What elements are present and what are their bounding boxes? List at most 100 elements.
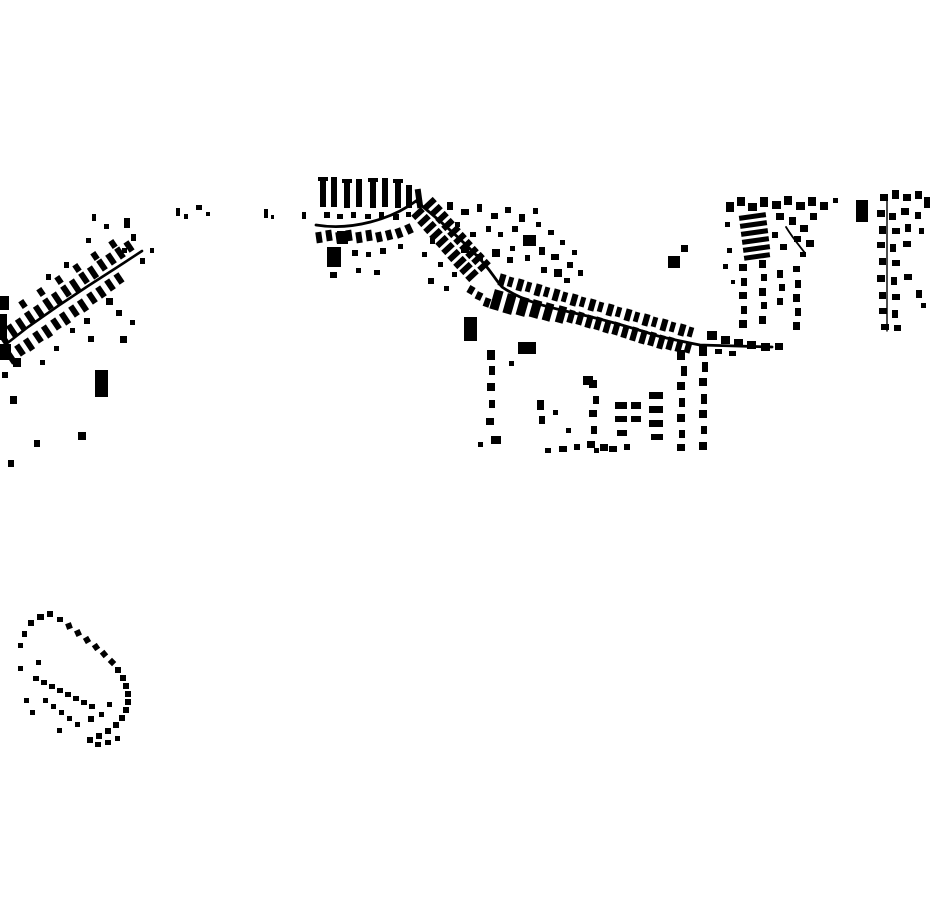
building-footprint <box>572 250 577 255</box>
building-footprint <box>76 298 90 313</box>
building-footprint <box>404 223 414 235</box>
building-footprint <box>739 220 768 229</box>
building-footprint <box>760 197 768 207</box>
building-footprint <box>737 197 745 206</box>
building-footprint <box>120 336 127 343</box>
building-footprint <box>124 218 130 228</box>
building-footprint <box>699 442 707 450</box>
building-footprint <box>36 660 41 665</box>
building-footprint <box>587 298 597 312</box>
building-footprint <box>498 232 503 237</box>
building-footprint <box>795 308 801 316</box>
building-footprint <box>58 311 72 326</box>
building-footprint <box>351 212 356 218</box>
building-footprint <box>701 394 707 404</box>
building-footprint <box>104 278 116 292</box>
building-footprint <box>113 272 125 285</box>
building-footprint <box>668 256 680 268</box>
building-footprint <box>877 210 885 217</box>
building-footprint <box>877 242 885 248</box>
building-footprint <box>620 324 630 339</box>
building-footprint <box>793 322 800 330</box>
building-footprint <box>779 284 785 291</box>
building-footprint <box>107 657 117 667</box>
building-footprint <box>729 351 736 356</box>
building-footprint <box>915 191 922 199</box>
building-footprint <box>54 346 59 351</box>
building-footprint <box>723 264 728 269</box>
building-footprint <box>611 321 621 336</box>
building-footprint <box>131 234 136 241</box>
building-footprint <box>509 361 514 366</box>
building-footprint <box>370 182 376 208</box>
building-footprint <box>574 444 580 450</box>
building-footprint <box>114 246 126 260</box>
building-footprint <box>92 214 96 221</box>
building-footprint <box>739 264 747 271</box>
building-footprint <box>674 339 684 353</box>
building-footprint <box>539 416 545 424</box>
building-footprint <box>2 372 8 378</box>
building-footprint <box>86 291 98 305</box>
building-footprint <box>47 611 53 617</box>
building-footprint <box>478 442 483 447</box>
building-footprint <box>429 203 443 218</box>
building-footprint <box>477 204 482 212</box>
building-footprint <box>515 296 530 317</box>
building-footprint <box>46 274 51 280</box>
building-footprint <box>743 252 771 261</box>
building-footprint <box>539 247 545 255</box>
building-footprint <box>423 220 437 235</box>
building-footprint <box>86 238 91 243</box>
building-footprint <box>761 274 767 281</box>
building-footprint <box>596 301 605 313</box>
building-footprint <box>589 410 597 417</box>
building-footprint <box>150 248 154 253</box>
building-footprint <box>108 239 118 249</box>
building-footprint <box>81 700 87 705</box>
building-footprint <box>776 213 784 220</box>
building-footprint <box>605 303 615 317</box>
building-footprint <box>701 426 707 434</box>
building-footprint <box>748 203 757 211</box>
building-footprint <box>465 268 479 283</box>
building-footprint <box>379 212 384 218</box>
building-footprint <box>541 302 555 322</box>
building-footprint <box>892 310 898 318</box>
building-footprint <box>50 317 62 331</box>
building-footprint <box>794 236 801 242</box>
building-footprint <box>22 631 27 637</box>
building-footprint <box>447 202 453 210</box>
building-footprint <box>486 418 494 425</box>
building-footprint <box>892 294 900 300</box>
building-footprint <box>631 416 641 422</box>
building-footprint <box>615 402 627 409</box>
building-footprint <box>84 318 90 324</box>
building-footprint <box>727 248 732 253</box>
building-footprint <box>505 207 511 213</box>
building-footprint <box>649 406 663 413</box>
building-footprint <box>800 252 806 257</box>
building-footprint <box>507 257 513 263</box>
building-footprint <box>64 262 69 268</box>
building-footprint <box>614 306 623 318</box>
building-footprint <box>510 246 515 251</box>
building-footprint <box>54 275 64 285</box>
building-footprint <box>330 272 337 278</box>
building-footprint <box>14 343 26 357</box>
building-footprint <box>411 206 425 221</box>
building-footprint <box>36 287 46 297</box>
building-footprint <box>87 737 93 743</box>
building-footprint <box>57 728 62 733</box>
building-footprint <box>772 232 778 238</box>
building-footprint <box>99 712 104 717</box>
building-footprint <box>808 197 816 206</box>
building-footprint <box>331 177 337 207</box>
building-footprint <box>491 213 498 219</box>
building-footprint <box>325 229 333 242</box>
building-footprint <box>583 376 593 385</box>
building-footprint <box>523 235 536 246</box>
building-footprint <box>537 400 544 410</box>
building-footprint <box>5 323 19 338</box>
